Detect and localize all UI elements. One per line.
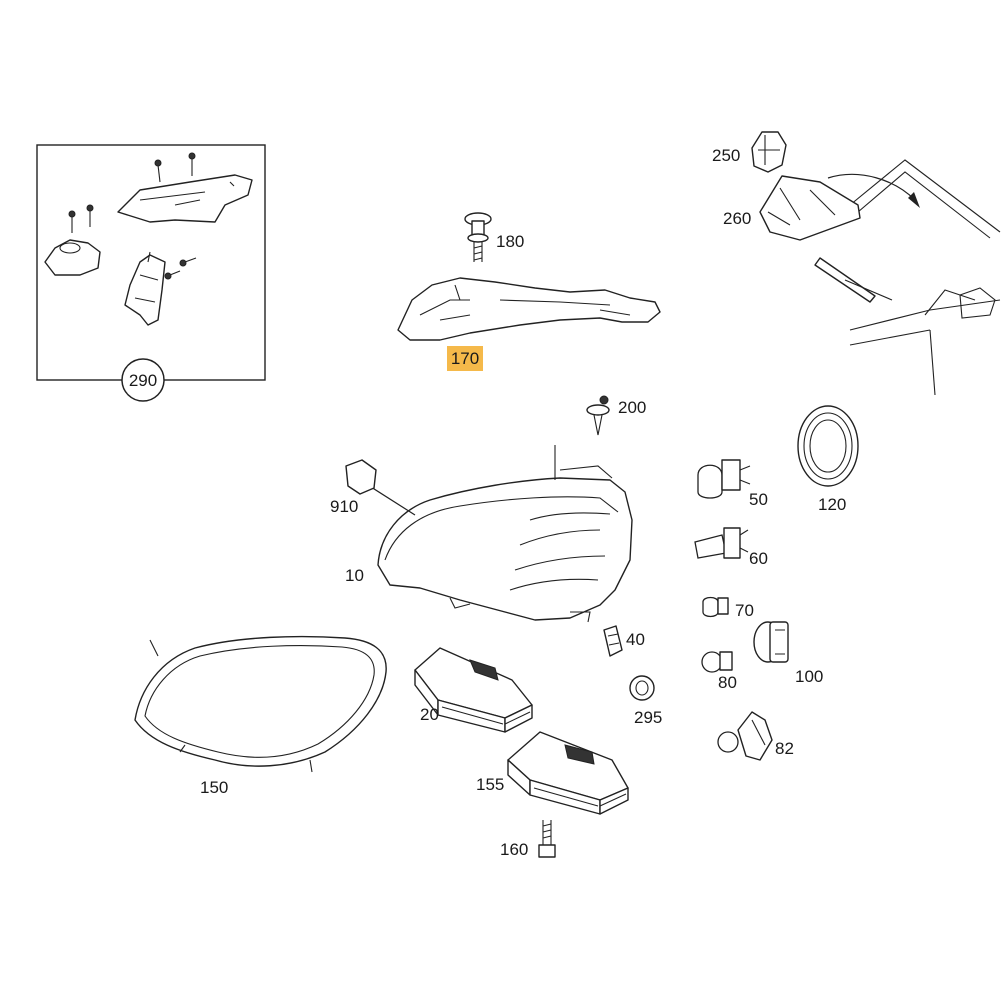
- headlamp-10: [359, 445, 633, 623]
- inset-screws-top: [68, 152, 197, 280]
- part-label-200: 200: [618, 398, 646, 417]
- control-unit-155: [507, 731, 629, 815]
- highlight-170: [447, 346, 483, 371]
- part-label-910: 910: [330, 497, 358, 516]
- part-label-70: 70: [735, 601, 754, 620]
- pin-180: [464, 212, 492, 262]
- part-label-10: 10: [345, 566, 364, 585]
- bulb-60: [694, 527, 749, 559]
- part-label-120: 120: [818, 495, 846, 514]
- part-label-100: 100: [795, 667, 823, 686]
- part-label-290: 290: [129, 371, 157, 390]
- part-label-50: 50: [749, 490, 768, 509]
- part-label-250: 250: [712, 146, 740, 165]
- sensor-250: [751, 131, 787, 173]
- inset-actuator: [44, 239, 101, 276]
- sensor-cover-260: [759, 175, 861, 241]
- windshield-scene: [814, 159, 1001, 396]
- part-label-160: 160: [500, 840, 528, 859]
- upper-bracket-170: [397, 277, 661, 341]
- seal-frame-150: [134, 635, 387, 773]
- part-label-82: 82: [775, 739, 794, 758]
- screw-200: [586, 395, 610, 436]
- control-unit-20: [414, 647, 533, 733]
- inset-linkage: [124, 254, 166, 326]
- cap-120: [797, 405, 859, 487]
- bulb-70: [702, 596, 729, 618]
- part-label-260: 260: [723, 209, 751, 228]
- bulb-50: [697, 459, 751, 499]
- part-label-60: 60: [749, 549, 768, 568]
- inset-box-290: [36, 144, 266, 381]
- part-label-170: 170: [451, 349, 479, 368]
- part-label-180: 180: [496, 232, 524, 251]
- part-label-80: 80: [718, 673, 737, 692]
- bolt-160: [538, 820, 556, 858]
- socket-100: [753, 621, 789, 663]
- bulb-82: [717, 711, 773, 761]
- part-label-155: 155: [476, 775, 504, 794]
- part-label-295: 295: [634, 708, 662, 727]
- clip-40: [603, 625, 623, 657]
- inset-top-bracket: [117, 174, 253, 223]
- callout-circle-290: [121, 358, 165, 402]
- grommet-295: [629, 675, 655, 701]
- part-label-150: 150: [200, 778, 228, 797]
- bulb-80: [701, 651, 733, 673]
- arrow-icon: [827, 173, 916, 201]
- part-label-40: 40: [626, 630, 645, 649]
- connector-910: [345, 459, 377, 495]
- part-label-20: 20: [420, 705, 439, 724]
